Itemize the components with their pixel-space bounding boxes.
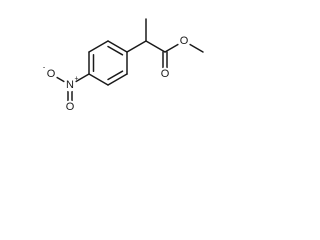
nitro-oxygen-left-charge: - xyxy=(43,65,46,72)
nitro-nitrogen-atom: N + xyxy=(63,76,79,92)
ring-bond xyxy=(88,40,109,53)
alpha-to-carbonyl-bond xyxy=(145,40,166,53)
ring-double-bond xyxy=(107,70,124,81)
ring-to-alpha-bond xyxy=(126,40,147,53)
ring-bond xyxy=(107,40,128,53)
atom-label-layer: O - N + O O O xyxy=(43,34,191,114)
structure-diagram: O - N + O O O xyxy=(43,18,204,114)
ether-oxygen-symbol: O xyxy=(180,35,189,47)
nitro-oxygen-top-atom: O xyxy=(63,100,77,114)
nitro-nitrogen-symbol: N xyxy=(66,79,74,91)
carbonyl-oxygen-symbol: O xyxy=(161,68,170,80)
ring-bond xyxy=(107,73,128,86)
nitro-oxygen-left-atom: O - xyxy=(43,65,58,81)
carbonyl-oxygen-atom: O xyxy=(158,67,172,81)
nitro-oxygen-left-symbol: O xyxy=(47,68,56,80)
nitro-oxygen-top-symbol: O xyxy=(66,101,75,113)
ether-oxygen-atom: O xyxy=(177,34,191,48)
nitro-nitrogen-charge: + xyxy=(74,76,78,83)
bond-layer xyxy=(50,18,204,108)
ring-double-bond xyxy=(107,45,124,56)
ring-bond xyxy=(88,73,109,86)
